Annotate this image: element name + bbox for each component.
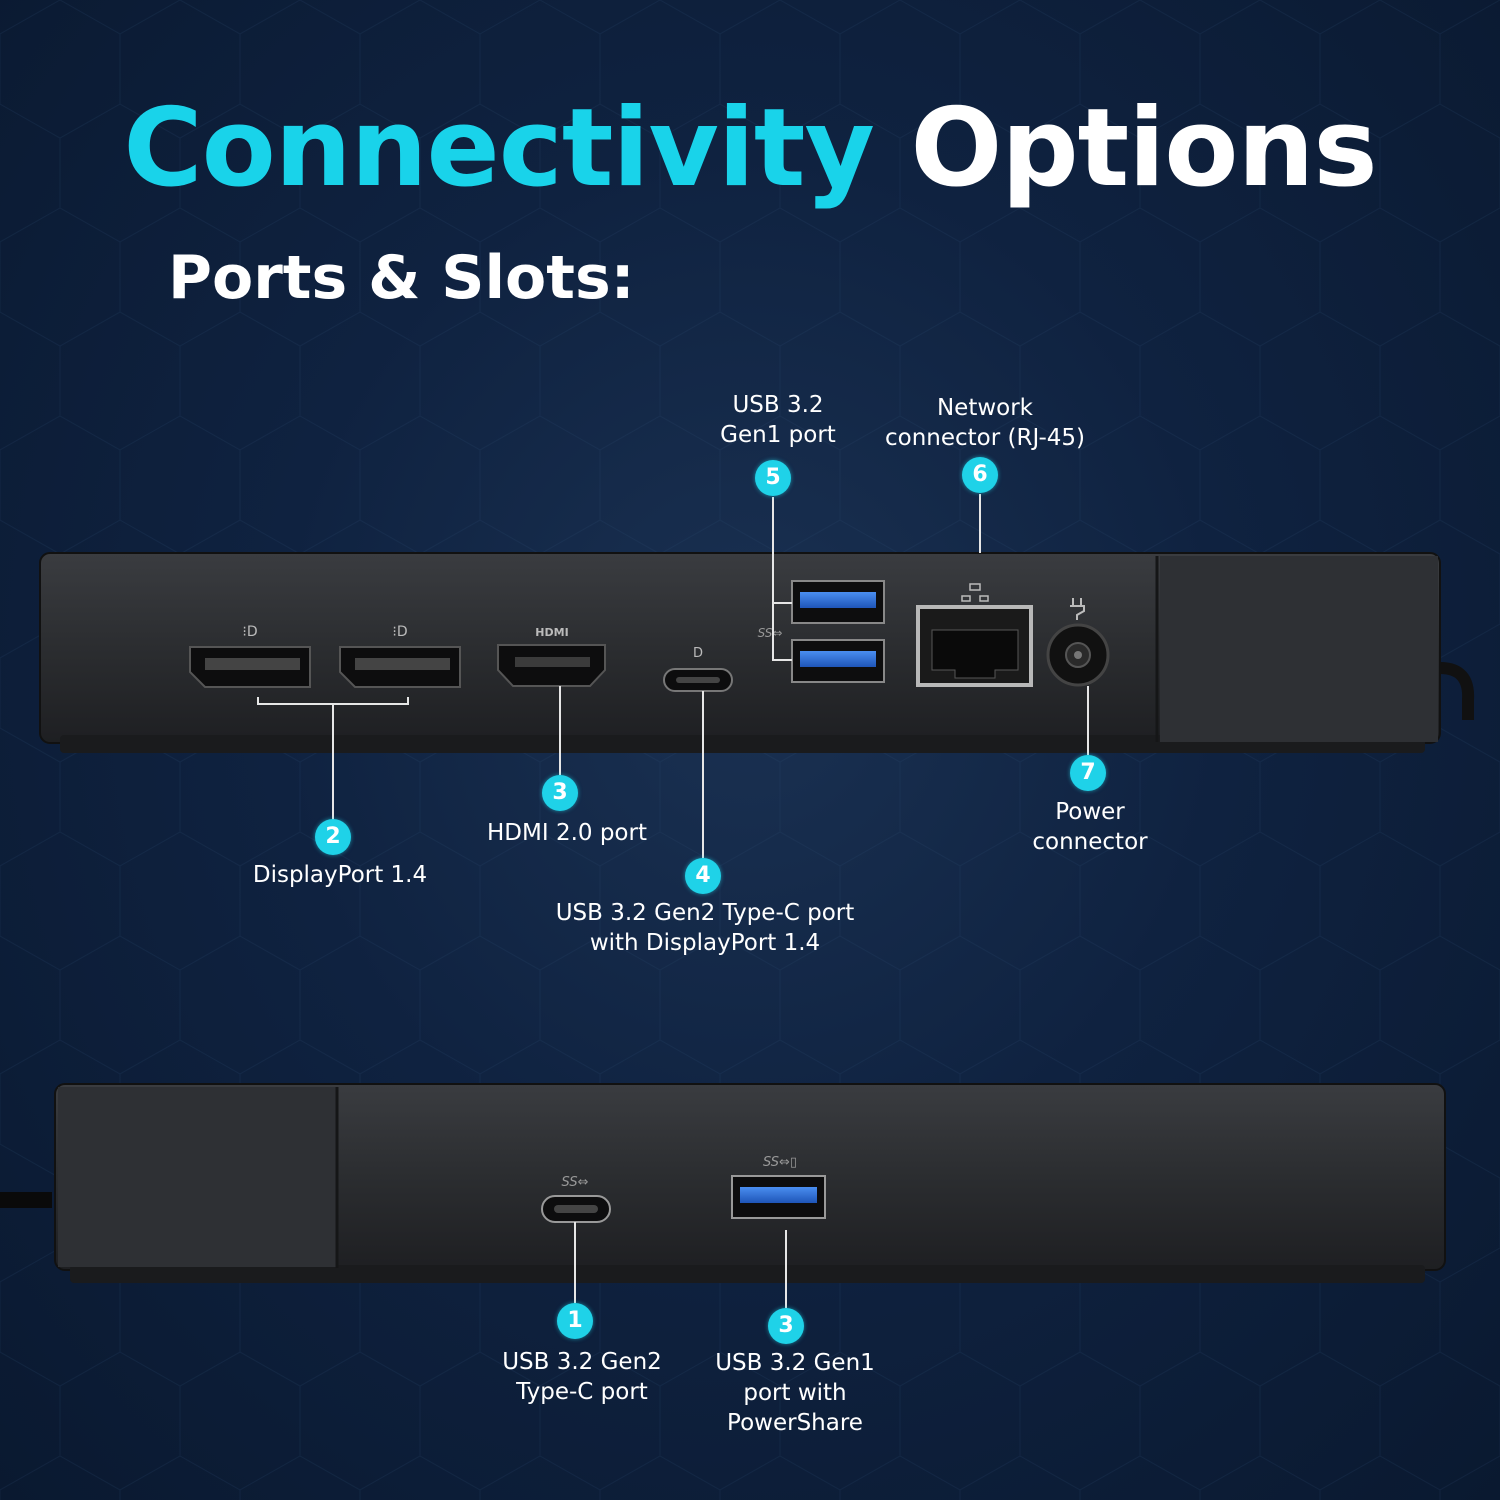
rear-dock: ⁝D ⁝D HDMI D bbox=[39, 552, 1475, 753]
callout-label-hdmi: HDMI 2.0 port bbox=[487, 820, 647, 846]
front-dock: SS⇔ SS⇔▯ bbox=[0, 1083, 1446, 1283]
network-icon bbox=[961, 583, 989, 602]
usb-a-port bbox=[791, 639, 885, 683]
displayport-icon: D bbox=[693, 646, 703, 661]
displayport-port bbox=[339, 646, 461, 688]
callout-label-displayport: DisplayPort 1.4 bbox=[252, 862, 428, 888]
callout-label-usb-c-front: USB 3.2 Gen2 Type-C port bbox=[502, 1349, 662, 1405]
svg-text:⁝D: ⁝D bbox=[242, 624, 257, 640]
callout-badge-7: 7 bbox=[1070, 755, 1106, 791]
svg-text:SS⇔: SS⇔ bbox=[758, 626, 783, 640]
front-callout-lines bbox=[574, 1222, 787, 1308]
callout-badge-4: 4 bbox=[685, 858, 721, 894]
callout-label-usb-c-rear: USB 3.2 Gen2 Type-C port with DisplayPor… bbox=[555, 900, 855, 956]
ethernet-port bbox=[916, 605, 1033, 687]
callout-badge-1: 1 bbox=[557, 1303, 593, 1339]
usb-a-port bbox=[791, 580, 885, 624]
svg-text:SS⇔▯: SS⇔▯ bbox=[763, 1155, 797, 1170]
usb-c-port bbox=[663, 668, 733, 692]
power-plug-icon bbox=[1070, 598, 1085, 620]
callout-badge-6: 6 bbox=[962, 457, 998, 493]
title-accent: Connectivity bbox=[123, 86, 875, 211]
callout-badge-5: 5 bbox=[755, 460, 791, 496]
page-title: Connectivity Options bbox=[0, 95, 1500, 203]
usb-c-port bbox=[541, 1195, 611, 1223]
page-subtitle: Ports & Slots: bbox=[168, 243, 635, 313]
superspeed-usb-icon: SS⇔▯ bbox=[763, 1155, 797, 1170]
displayport-icon: ⁝D bbox=[392, 624, 407, 640]
callout-label-usb-a-rear: USB 3.2 Gen1 port bbox=[720, 392, 836, 448]
superspeed-usb-icon: SS⇔ bbox=[562, 1175, 589, 1190]
superspeed-usb-icon: SS⇔ bbox=[758, 626, 783, 640]
callout-badge-3-front: 3 bbox=[768, 1308, 804, 1344]
callout-label-usb-a-front: USB 3.2 Gen1 port with PowerShare bbox=[715, 1350, 875, 1436]
svg-text:HDMI: HDMI bbox=[535, 626, 568, 639]
hdmi-logo: HDMI bbox=[535, 626, 568, 639]
callout-badge-3: 3 bbox=[542, 775, 578, 811]
displayport-icon: ⁝D bbox=[242, 624, 257, 640]
svg-text:⁝D: ⁝D bbox=[392, 624, 407, 640]
callout-label-power: Power connector bbox=[1032, 799, 1148, 855]
callout-label-network: Network connector (RJ-45) bbox=[885, 395, 1085, 451]
svg-text:D: D bbox=[693, 646, 703, 661]
hdmi-port bbox=[497, 644, 606, 687]
title-rest: Options bbox=[910, 86, 1378, 211]
usb-a-port bbox=[731, 1175, 826, 1219]
displayport-port bbox=[189, 646, 311, 688]
rear-callout-lines bbox=[257, 494, 1089, 858]
power-port bbox=[1046, 623, 1110, 687]
svg-text:SS⇔: SS⇔ bbox=[562, 1175, 589, 1190]
callout-badge-2: 2 bbox=[315, 819, 351, 855]
